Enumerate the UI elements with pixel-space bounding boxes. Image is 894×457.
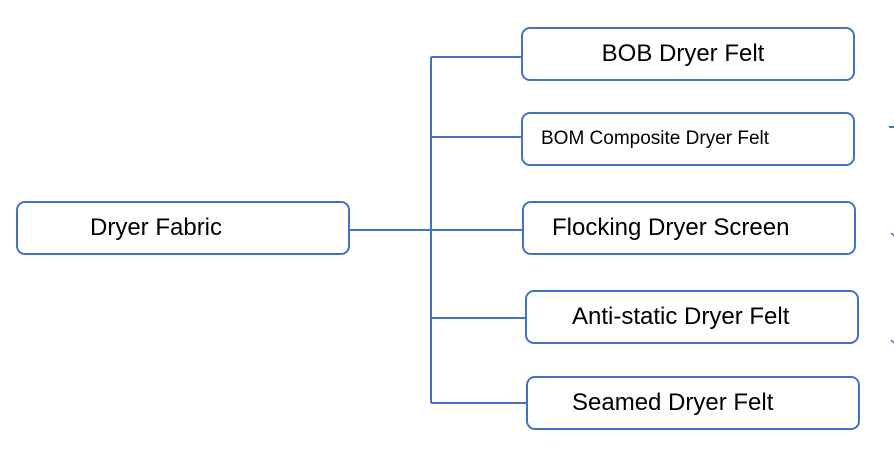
child-node-label: Anti-static Dryer Felt [572,303,790,330]
child-node-bom-composite-dryer-felt: BOM Composite Dryer Felt [521,112,855,166]
child-node-label: BOB Dryer Felt [601,40,765,67]
child-node-flocking-dryer-screen: Flocking Dryer Screen [522,201,856,255]
child-node-bob-dryer-felt: BOB Dryer Felt [521,27,855,81]
child-node-seamed-dryer-felt: Seamed Dryer Felt [526,376,860,430]
child-node-label: Seamed Dryer Felt [572,389,774,416]
child-node-label: Flocking Dryer Screen [552,214,790,241]
child-node-anti-static-dryer-felt: Anti-static Dryer Felt [525,290,859,344]
root-node-dryer-fabric: Dryer Fabric [16,201,350,255]
child-node-label: BOM Composite Dryer Felt [541,128,770,149]
root-node-label: Dryer Fabric [90,214,223,241]
